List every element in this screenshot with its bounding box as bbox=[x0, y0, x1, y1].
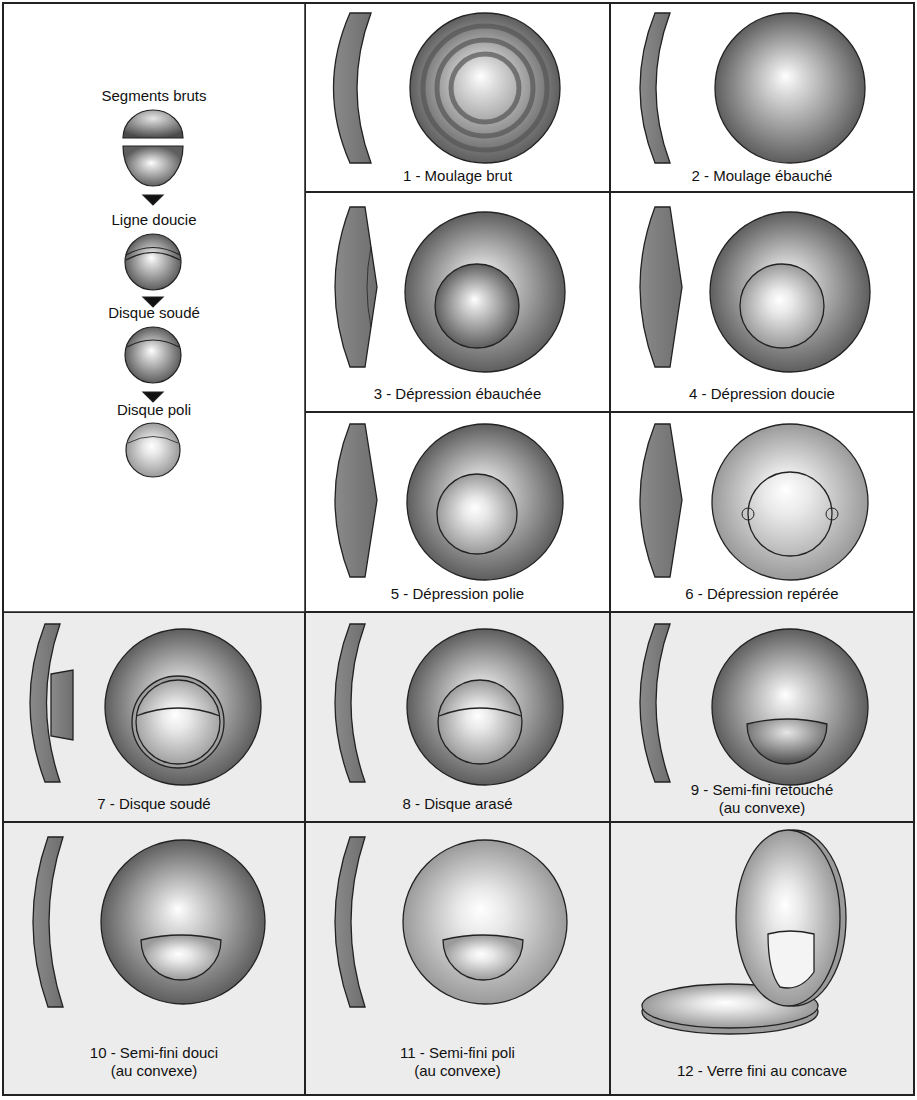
step-caption-row: 5 - Dépression polie bbox=[306, 585, 609, 603]
stage-label: Segments bruts bbox=[3, 87, 305, 105]
step-caption: 11 - Semi-fini poli (au convexe) bbox=[390, 1044, 525, 1080]
step-caption: 8 - Disque arasé bbox=[402, 795, 512, 813]
stage-label: Disque poli bbox=[3, 401, 305, 419]
step-cell: 1 - Moulage brut bbox=[305, 3, 610, 192]
step-caption-row: 8 - Disque arasé bbox=[306, 795, 609, 813]
step-caption-row: 6 - Dépression repérée bbox=[611, 585, 913, 603]
step-caption: 2 - Moulage ébauché bbox=[692, 167, 833, 185]
step-cell: 10 - Semi-fini douci (au convexe) bbox=[3, 822, 305, 1095]
step-cell: 7 - Disque soudé bbox=[3, 612, 305, 822]
step-caption: 10 - Semi-fini douci (au convexe) bbox=[82, 1044, 227, 1080]
stage-label: Disque soudé bbox=[3, 304, 305, 322]
step-caption-row: 4 - Dépression doucie bbox=[611, 385, 913, 403]
step-caption: 9 - Semi-fini retouché (au convexe) bbox=[685, 781, 840, 817]
step-cell: 3 - Dépression ébauchée bbox=[305, 192, 610, 412]
step-cell: 2 - Moulage ébauché bbox=[610, 3, 914, 192]
step-caption-row: 10 - Semi-fini douci (au convexe) bbox=[4, 1044, 304, 1080]
step-caption: 4 - Dépression doucie bbox=[689, 385, 835, 403]
step-caption: 6 - Dépression repérée bbox=[685, 585, 838, 603]
step-caption-row: 2 - Moulage ébauché bbox=[611, 167, 913, 185]
step-cell: 5 - Dépression polie bbox=[305, 412, 610, 612]
step-caption-row: 3 - Dépression ébauchée bbox=[306, 385, 609, 403]
step-caption-row: 7 - Disque soudé bbox=[4, 795, 304, 813]
step-cell: 4 - Dépression doucie bbox=[610, 192, 914, 412]
step-caption-row: 1 - Moulage brut bbox=[306, 167, 609, 185]
stage-label: Ligne doucie bbox=[3, 211, 305, 229]
step-cell: 12 - Verre fini au concave bbox=[610, 822, 914, 1095]
step-cell: 8 - Disque arasé bbox=[305, 612, 610, 822]
step-cell: 11 - Semi-fini poli (au convexe) bbox=[305, 822, 610, 1095]
step-caption: 7 - Disque soudé bbox=[97, 795, 210, 813]
step-cell: 6 - Dépression repérée bbox=[610, 412, 914, 612]
step-cell: 9 - Semi-fini retouché (au convexe) bbox=[610, 612, 914, 822]
step-caption: 5 - Dépression polie bbox=[391, 585, 524, 603]
step-caption-row: 11 - Semi-fini poli (au convexe) bbox=[306, 1044, 609, 1080]
step-caption: 1 - Moulage brut bbox=[403, 167, 512, 185]
step-caption-row: 9 - Semi-fini retouché (au convexe) bbox=[611, 781, 913, 817]
step-caption: 12 - Verre fini au concave bbox=[677, 1062, 847, 1080]
step-caption: 3 - Dépression ébauchée bbox=[374, 385, 542, 403]
step-caption-row: 12 - Verre fini au concave bbox=[611, 1062, 913, 1080]
